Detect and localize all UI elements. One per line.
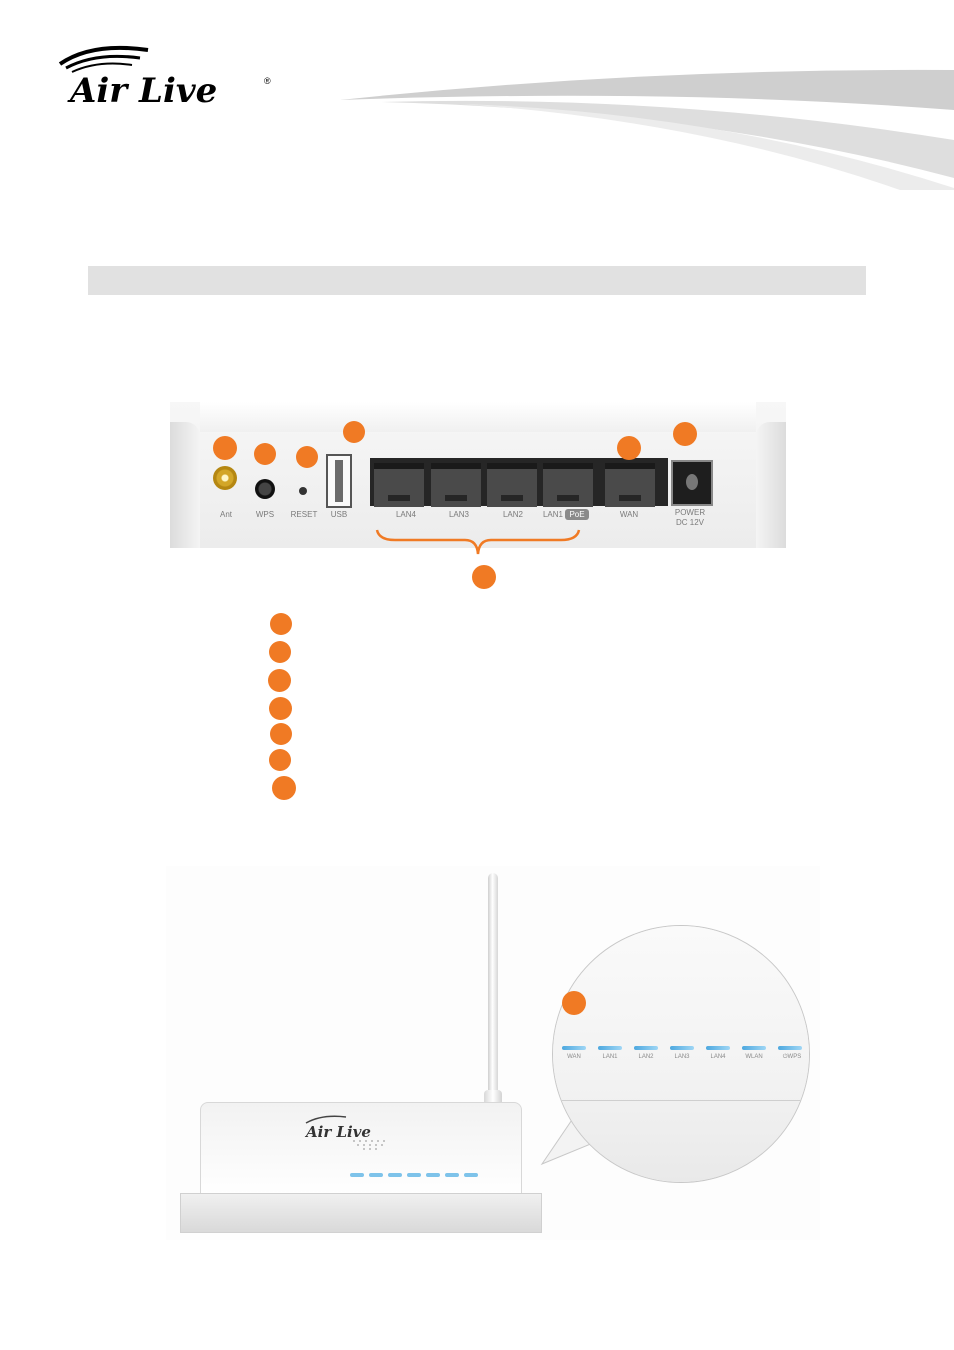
svg-text:®: ® — [264, 76, 271, 86]
port-label-reset: RESET — [290, 510, 318, 519]
legend-marker-5 — [270, 723, 292, 745]
antenna-connector — [213, 466, 237, 490]
router-body — [200, 1102, 522, 1196]
led-lan2 — [634, 1046, 658, 1050]
section-title-bar — [88, 266, 866, 295]
led-lan4 — [706, 1046, 730, 1050]
rear-panel-top-edge — [200, 402, 756, 432]
power-icon: ⏻ — [782, 1054, 788, 1060]
lan2-port — [487, 463, 537, 507]
led-label-wlan: WLAN — [745, 1054, 763, 1060]
mini-led — [350, 1173, 364, 1177]
mini-led — [464, 1173, 478, 1177]
led-wan — [562, 1046, 586, 1050]
led-label-lan2: LAN2 — [638, 1054, 654, 1060]
port-label-lan2: LAN2 — [502, 510, 523, 519]
led-label-wan: WAN — [567, 1054, 581, 1060]
mini-led — [426, 1173, 440, 1177]
lan3-port — [431, 463, 481, 507]
antenna — [488, 873, 498, 1113]
led-label-wps-text: WPS — [787, 1054, 802, 1060]
rear-panel-right-side — [756, 422, 786, 548]
marker-leds — [562, 991, 586, 1015]
legend-marker-3 — [268, 669, 291, 692]
led-wps — [778, 1046, 802, 1050]
svg-text:Air Live: Air Live — [304, 1123, 371, 1141]
legend-marker-6 — [269, 749, 291, 771]
usb-port — [326, 454, 352, 508]
zoom-seam — [553, 1100, 809, 1101]
mini-led — [407, 1173, 421, 1177]
led-label-wps: ⏻WPS — [777, 1054, 807, 1061]
mini-led — [369, 1173, 383, 1177]
router-vent-grille — [353, 1140, 385, 1150]
legend-marker-2 — [269, 641, 291, 663]
legend-marker-4 — [269, 697, 292, 720]
led-label-lan1: LAN1 — [602, 1054, 618, 1060]
airlive-logo: Air Live ® — [58, 45, 271, 111]
marker-power — [673, 422, 697, 446]
port-label-lan1: LAN1 — [542, 510, 563, 519]
marker-wan — [617, 436, 641, 460]
router-base — [180, 1193, 542, 1233]
marker-lan — [472, 565, 496, 589]
wan-port — [605, 463, 655, 507]
legend-marker-7 — [272, 776, 296, 800]
port-label-power-dc: DC 12V — [675, 518, 704, 527]
marker-antenna — [213, 436, 237, 460]
legend-marker-1 — [270, 613, 292, 635]
led-wlan — [742, 1046, 766, 1050]
port-label-ant: Ant — [219, 510, 232, 519]
led-zoom-circle — [552, 925, 810, 1183]
marker-wps — [254, 443, 276, 465]
reset-pinhole — [299, 487, 307, 495]
header-swoosh — [340, 69, 954, 190]
led-lan3 — [670, 1046, 694, 1050]
led-label-lan3: LAN3 — [674, 1054, 690, 1060]
lan4-port — [374, 463, 424, 507]
rear-panel-left-side — [170, 422, 200, 548]
router-logo: Air Live — [304, 1115, 371, 1141]
mini-led — [445, 1173, 459, 1177]
wps-button-image — [255, 479, 275, 499]
router-mini-leds — [350, 1173, 490, 1179]
port-label-usb: USB — [330, 510, 348, 519]
marker-reset — [296, 446, 318, 468]
port-label-lan4: LAN4 — [395, 510, 416, 519]
port-label-lan3: LAN3 — [448, 510, 469, 519]
led-label-lan4: LAN4 — [710, 1054, 726, 1060]
lan-bracket — [375, 529, 581, 555]
poe-badge: PoE — [565, 509, 589, 520]
port-label-wps: WPS — [255, 510, 275, 519]
port-label-power: POWER — [674, 508, 706, 517]
marker-usb — [343, 421, 365, 443]
svg-text:Air Live: Air Live — [67, 71, 217, 111]
zoom-surface — [553, 926, 809, 1182]
port-label-wan: WAN — [619, 510, 639, 519]
lan1-port — [543, 463, 593, 507]
led-lan1 — [598, 1046, 622, 1050]
power-jack — [671, 460, 713, 506]
mini-led — [388, 1173, 402, 1177]
